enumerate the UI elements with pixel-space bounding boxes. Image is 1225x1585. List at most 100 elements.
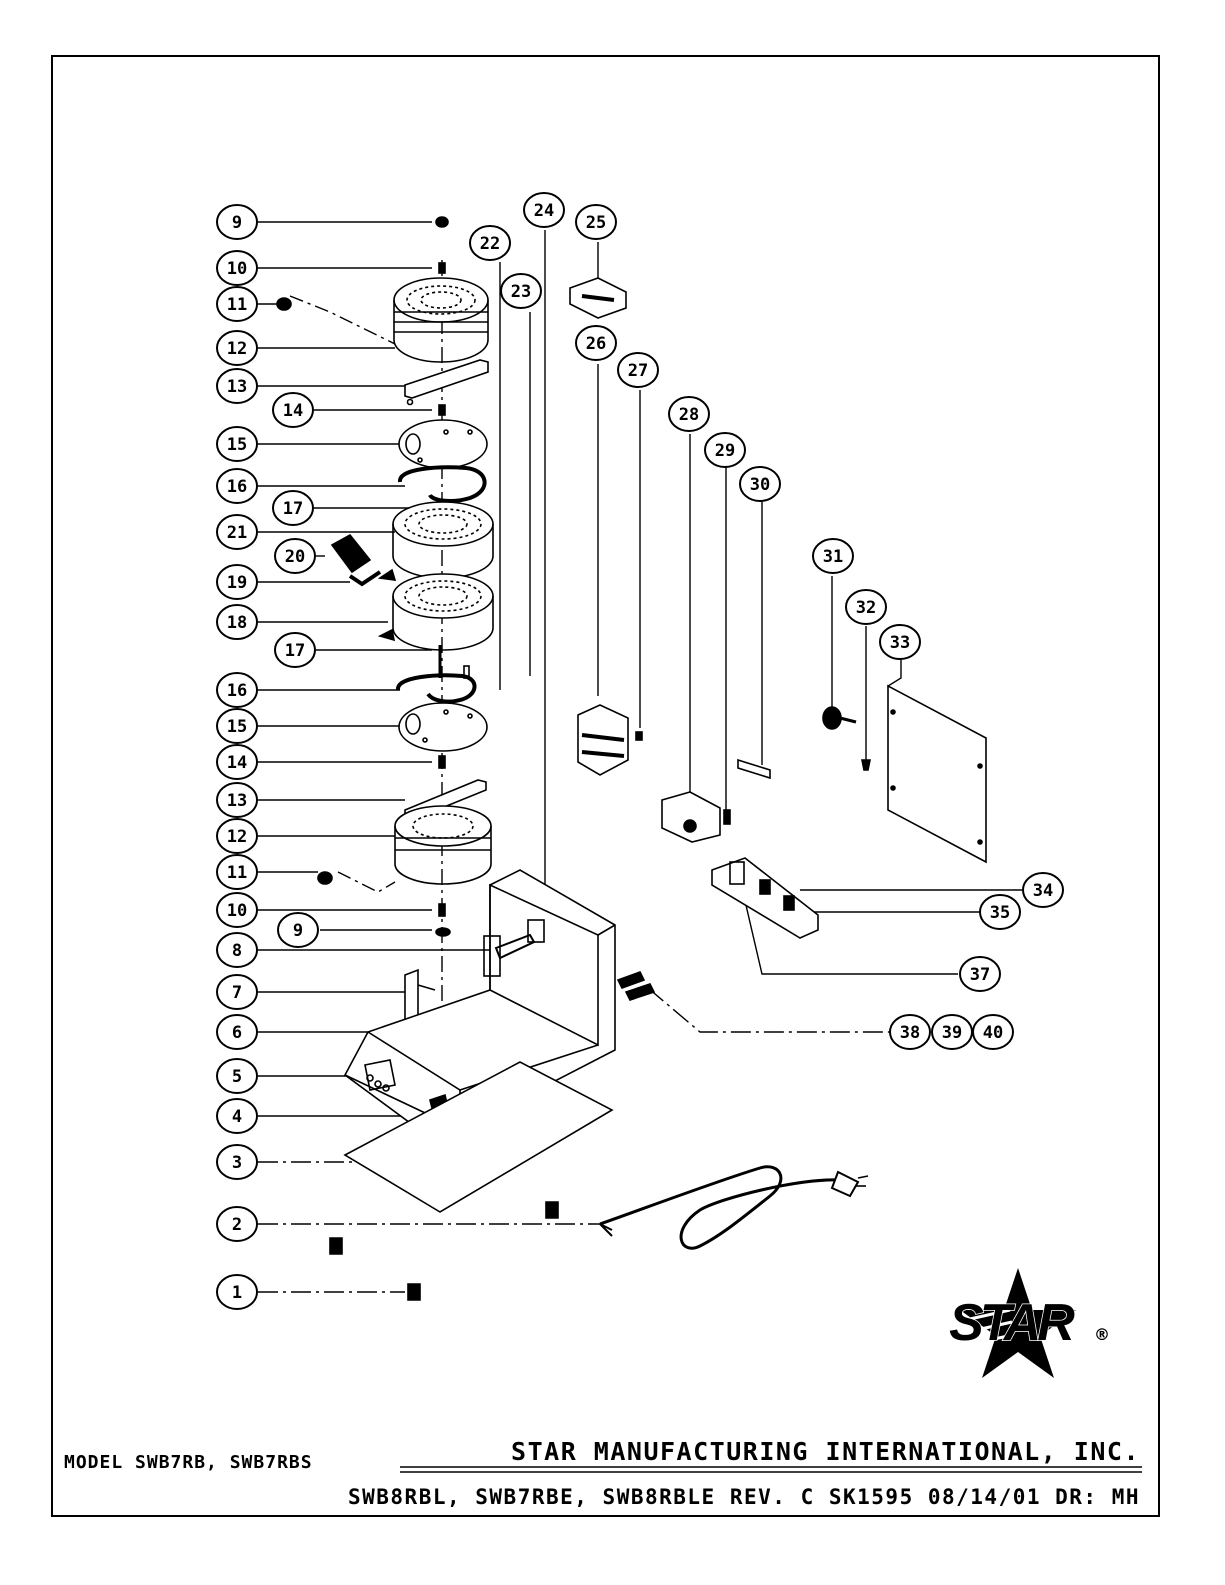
callout-bubble: 23 bbox=[501, 274, 541, 308]
callout-number: 25 bbox=[586, 213, 606, 233]
callout-number: 35 bbox=[990, 903, 1010, 923]
callout-bubble: 39 bbox=[932, 1015, 972, 1049]
callout-number: 22 bbox=[480, 234, 500, 254]
lower-waffle-grid bbox=[395, 806, 491, 884]
callout-number: 40 bbox=[983, 1023, 1003, 1043]
bracket-part-28 bbox=[662, 792, 720, 842]
callout-bubble: 24 bbox=[524, 193, 564, 227]
callout-bubble: 1 bbox=[217, 1275, 257, 1309]
logo-registered-mark: ® bbox=[1094, 1325, 1110, 1344]
control-board-assembly bbox=[712, 858, 818, 938]
callout-bubble: 25 bbox=[576, 205, 616, 239]
callout-bubble: 3 bbox=[217, 1145, 257, 1179]
knob-part bbox=[277, 298, 291, 310]
callout-bubble: 17 bbox=[273, 491, 313, 525]
callout-bubble: 6 bbox=[217, 1015, 257, 1049]
callout-bubble: 33 bbox=[880, 625, 920, 659]
heater-plate-upper bbox=[399, 420, 487, 468]
callout-number: 7 bbox=[232, 983, 242, 1003]
callout-bubble: 35 bbox=[980, 895, 1020, 929]
callout-number: 15 bbox=[227, 435, 247, 455]
callout-bubble: 21 bbox=[217, 515, 257, 549]
title-block: MODEL SWB7RB, SWB7RBS STAR MANUFACTURING… bbox=[64, 1437, 1142, 1509]
callout-number: 23 bbox=[511, 282, 531, 302]
callout-number: 13 bbox=[227, 791, 247, 811]
callout-bubble: 20 bbox=[275, 539, 315, 573]
waffle-grid-21 bbox=[380, 502, 493, 580]
callout-number: 16 bbox=[227, 477, 247, 497]
callout-number: 9 bbox=[293, 921, 303, 941]
callout-bubble: 40 bbox=[973, 1015, 1013, 1049]
callout-bubble: 10 bbox=[217, 251, 257, 285]
callout-bubble: 16 bbox=[217, 469, 257, 503]
callout-number: 19 bbox=[227, 573, 247, 593]
callout-number: 12 bbox=[227, 827, 247, 847]
callout-number: 21 bbox=[227, 523, 247, 543]
cap-nut-part bbox=[436, 217, 448, 227]
callout-bubble: 10 bbox=[217, 893, 257, 927]
callout-bubble: 13 bbox=[217, 783, 257, 817]
callout-number: 17 bbox=[283, 499, 303, 519]
company-name: STAR MANUFACTURING INTERNATIONAL, INC. bbox=[511, 1437, 1140, 1466]
hinge-bracket-upper bbox=[405, 360, 488, 398]
callout-number: 34 bbox=[1033, 881, 1053, 901]
callout-number: 8 bbox=[232, 941, 242, 961]
callout-bubble: 12 bbox=[217, 819, 257, 853]
callout-number: 27 bbox=[628, 361, 648, 381]
callout-number: 32 bbox=[856, 598, 876, 618]
callout-number: 26 bbox=[586, 334, 606, 354]
callout-bubble: 12 bbox=[217, 331, 257, 365]
callout-bubble: 19 bbox=[217, 565, 257, 599]
callout-bubble: 11 bbox=[217, 855, 257, 889]
callout-bubble: 27 bbox=[618, 353, 658, 387]
callout-bubble: 14 bbox=[217, 745, 257, 779]
callout-number: 39 bbox=[942, 1023, 962, 1043]
callout-bubble: 22 bbox=[470, 226, 510, 260]
callout-bubble: 7 bbox=[217, 975, 257, 1009]
callout-bubble: 9 bbox=[278, 913, 318, 947]
callout-number: 9 bbox=[232, 213, 242, 233]
side-panel-33 bbox=[888, 686, 986, 862]
callout-bubble: 15 bbox=[217, 709, 257, 743]
callout-number: 11 bbox=[227, 295, 247, 315]
callout-number: 3 bbox=[232, 1153, 242, 1173]
callout-bubble: 30 bbox=[740, 467, 780, 501]
callout-bubble: 29 bbox=[705, 433, 745, 467]
model-line-1: MODEL SWB7RB, SWB7RBS bbox=[64, 1452, 313, 1473]
control-knob-31 bbox=[823, 707, 841, 729]
logo-wordmark: STAR bbox=[949, 1294, 1075, 1352]
callout-number: 18 bbox=[227, 613, 247, 633]
callout-bubble: 17 bbox=[275, 633, 315, 667]
callout-number: 28 bbox=[679, 405, 699, 425]
callout-bubble: 28 bbox=[669, 397, 709, 431]
star-logo: STAR ® bbox=[928, 1268, 1110, 1378]
callout-number: 38 bbox=[900, 1023, 920, 1043]
callout-bubble: 4 bbox=[217, 1099, 257, 1133]
power-cord bbox=[600, 1167, 840, 1248]
heater-plate-lower bbox=[399, 703, 487, 751]
callout-number: 14 bbox=[283, 401, 303, 421]
handle-part-20 bbox=[332, 535, 380, 584]
callout-number: 20 bbox=[285, 547, 305, 567]
callout-number: 10 bbox=[227, 259, 247, 279]
label-plate-30 bbox=[738, 760, 770, 778]
callout-number: 14 bbox=[227, 753, 247, 773]
callout-number: 5 bbox=[232, 1067, 242, 1087]
callout-bubble: 16 bbox=[217, 673, 257, 707]
callout-bubble: 37 bbox=[960, 957, 1000, 991]
callout-bubble: 18 bbox=[217, 605, 257, 639]
callout-bubble: 2 bbox=[217, 1207, 257, 1241]
callout-bubble: 5 bbox=[217, 1059, 257, 1093]
callout-number: 29 bbox=[715, 441, 735, 461]
callout-number: 16 bbox=[227, 681, 247, 701]
callout-number: 31 bbox=[823, 547, 843, 567]
callout-number: 10 bbox=[227, 901, 247, 921]
callout-bubble: 9 bbox=[217, 205, 257, 239]
callout-bubble: 38 bbox=[890, 1015, 930, 1049]
callout-bubble: 34 bbox=[1023, 873, 1063, 907]
callout-number: 30 bbox=[750, 475, 770, 495]
callout-bubble: 15 bbox=[217, 427, 257, 461]
callout-bubble: 11 bbox=[217, 287, 257, 321]
callout-number: 1 bbox=[232, 1283, 242, 1303]
